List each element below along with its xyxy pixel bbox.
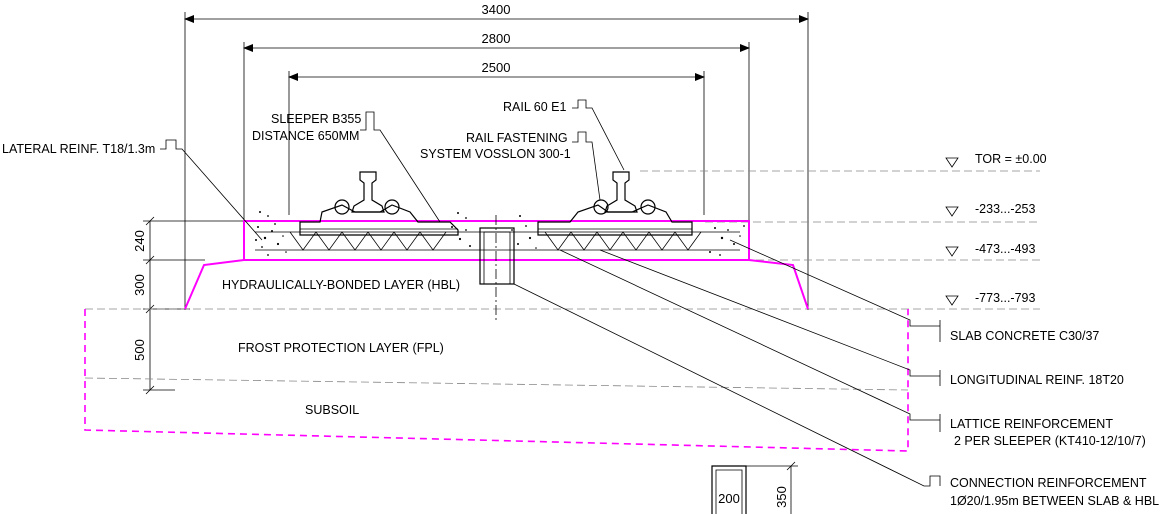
rail-left — [351, 171, 385, 213]
level-tor-label: TOR = ±0.00 — [975, 152, 1047, 166]
lattice-label-line1: LATTICE REINFORCEMENT — [950, 417, 1113, 431]
hbl-label: HYDRAULICALLY-BONDED LAYER (HBL) — [222, 278, 460, 292]
dimension-2800-label: 2800 — [482, 31, 511, 46]
fastening-label-line2: SYSTEM VOSSLON 300-1 — [420, 147, 571, 161]
frost-protection-layer: FROST PROTECTION LAYER (FPL) SUBSOIL — [84, 309, 909, 452]
rail-label: RAIL 60 E1 — [503, 100, 567, 114]
level-2-label: -473...-493 — [975, 242, 1036, 256]
detail-350-label: 350 — [774, 486, 789, 508]
level-lines: TOR = ±0.00 -233...-253 -473...-493 -773… — [85, 152, 1047, 310]
connection-bar-detail: 200 350 — [711, 461, 798, 514]
detail-200-label: 200 — [718, 491, 740, 506]
callout-slab-concrete: SLAB CONCRETE C30/37 — [729, 239, 1099, 343]
callout-lateral-reinforcement: LATERAL REINF. T18/1.3m — [2, 139, 263, 241]
dimension-vertical-chain: 240 300 500 — [132, 216, 244, 395]
connection-label-line1: CONNECTION REINFORCEMENT — [950, 476, 1147, 490]
dimension-240-label: 240 — [132, 230, 147, 252]
callout-rail-fastening: RAIL FASTENING SYSTEM VOSSLON 300-1 — [420, 131, 601, 201]
callout-rail: RAIL 60 E1 — [503, 99, 625, 171]
sleeper-label-line2: DISTANCE 650MM — [252, 129, 359, 143]
dimension-500-label: 500 — [132, 339, 147, 361]
subsoil-label: SUBSOIL — [305, 403, 359, 417]
connection-reinforcement-bar — [479, 227, 515, 285]
dimension-2500-label: 2500 — [482, 60, 511, 75]
callout-lattice-reinforcement: LATTICE REINFORCEMENT 2 PER SLEEPER (KT4… — [559, 249, 1146, 448]
dimension-2500: 2500 — [288, 60, 705, 215]
rail-right — [604, 171, 638, 213]
callout-sleeper: SLEEPER B355 DISTANCE 650MM — [252, 111, 441, 223]
dimension-300-label: 300 — [132, 274, 147, 296]
lateral-reinf-label: LATERAL REINF. T18/1.3m — [2, 142, 155, 156]
fastening-label-line1: RAIL FASTENING — [466, 131, 568, 145]
level-3-label: -773...-793 — [975, 291, 1036, 305]
sleeper-label-line1: SLEEPER B355 — [271, 112, 361, 126]
rail-fastening-clips — [334, 199, 656, 215]
slab-concrete-label: SLAB CONCRETE C30/37 — [950, 329, 1099, 343]
connection-label-line2: 1Ø20/1.95m BETWEEN SLAB & HBL — [950, 494, 1159, 508]
callout-longitudinal-reinf: LONGITUDINAL REINF. 18T20 — [599, 249, 1124, 387]
dimension-3400: 3400 — [184, 2, 809, 310]
dimension-2800: 2800 — [243, 31, 750, 222]
sleeper-left — [299, 204, 459, 236]
longitudinal-reinf-label: LONGITUDINAL REINF. 18T20 — [950, 373, 1124, 387]
dimension-3400-label: 3400 — [482, 2, 511, 17]
fpl-label: FROST PROTECTION LAYER (FPL) — [238, 341, 444, 355]
lattice-label-line2: 2 PER SLEEPER (KT410-12/10/7) — [954, 434, 1146, 448]
level-1-label: -233...-253 — [975, 202, 1036, 216]
callout-connection-reinforcement: CONNECTION REINFORCEMENT 1Ø20/1.95m BETW… — [513, 283, 1159, 508]
